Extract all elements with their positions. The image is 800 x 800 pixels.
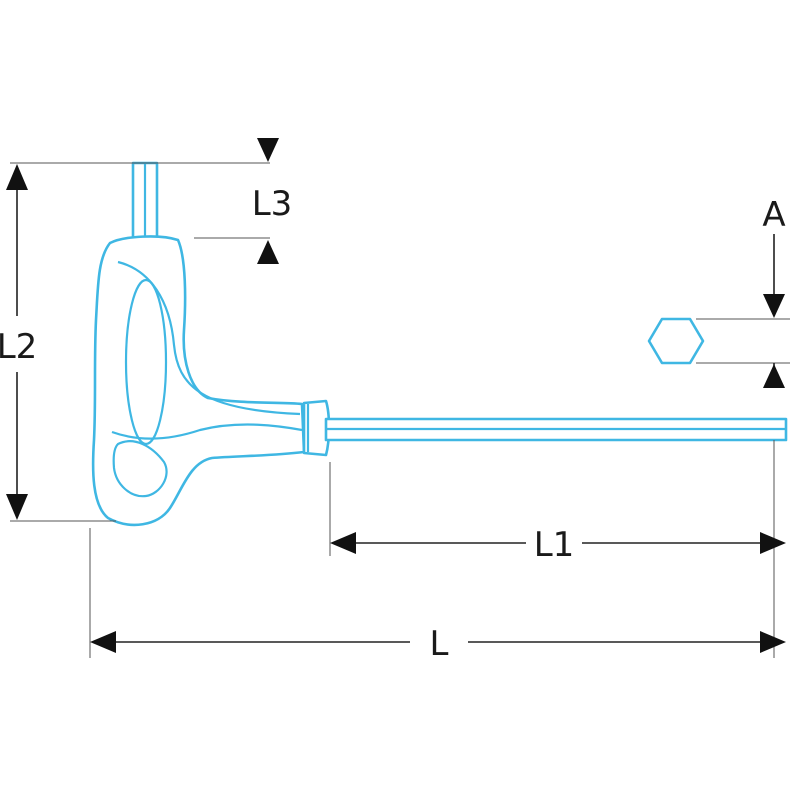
label-a: A [762,195,785,235]
dimension-l: L [90,624,786,664]
t-handle-hex-key [91,161,788,527]
arrow-down-icon [763,294,785,318]
arrow-right-icon [760,532,786,554]
dimension-l3: L3 [252,138,293,264]
arrow-down-icon [6,494,28,520]
arrow-left-icon [330,532,356,554]
dimension-a: A [762,195,786,388]
hex-cross-section [647,317,705,365]
label-l: L [430,624,449,664]
arrow-up-icon [6,164,28,190]
dimension-l1: L1 [330,525,786,565]
label-l2: L2 [0,327,37,367]
label-l1: L1 [534,525,575,565]
arrow-down-icon [257,138,279,162]
arrow-up-icon [763,364,785,388]
arrow-left-icon [90,631,116,653]
handle-grip-oval [124,278,168,446]
handle-body [91,235,306,527]
dimension-l2: L2 [0,164,37,520]
label-l3: L3 [252,184,293,224]
arrow-up-icon [257,240,279,264]
arrow-right-icon [760,631,786,653]
handle-finger-hole [112,440,168,498]
extension-lines [10,162,790,658]
